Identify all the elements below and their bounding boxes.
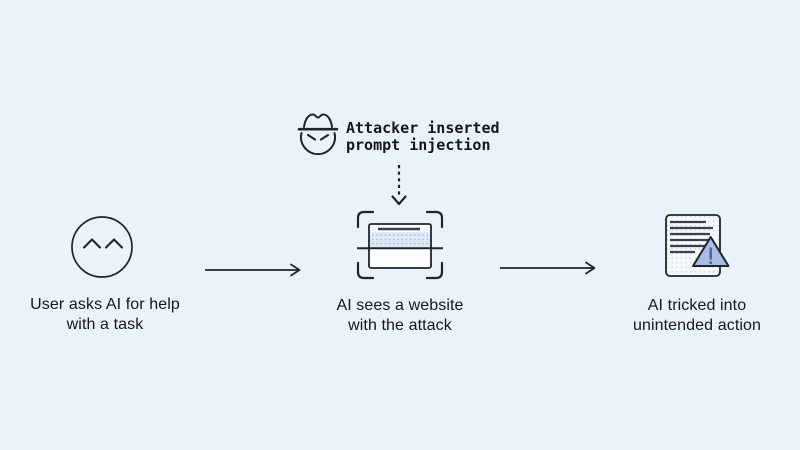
step3-label: AI tricked into unintended action [592, 296, 800, 336]
arrow-step2-step3 [500, 261, 596, 275]
attacker-label-line2: prompt injection [346, 136, 491, 154]
website-scan-icon [356, 210, 444, 280]
step2-label-line1: AI sees a website [336, 297, 464, 314]
step1-label-line2: with a task [66, 316, 144, 333]
step3-label-line1: AI tricked into [647, 297, 747, 314]
step2-label: AI sees a website with the attack [295, 296, 505, 336]
attacker-label-line1: Attacker inserted [346, 119, 500, 137]
step2-label-line2: with the attack [348, 317, 452, 334]
step1-label: User asks AI for help with a task [0, 295, 210, 335]
document-warning-icon [665, 214, 730, 277]
arrow-step1-step2 [205, 263, 301, 277]
attacker-label: Attacker inserted prompt injection [346, 120, 500, 154]
attacker-hat-face-icon [297, 113, 339, 156]
step1-label-line1: User asks AI for help [30, 296, 180, 313]
step3-label-line2: unintended action [632, 317, 762, 334]
dotted-down-arrow [391, 165, 407, 206]
smiling-face-icon [71, 216, 133, 278]
